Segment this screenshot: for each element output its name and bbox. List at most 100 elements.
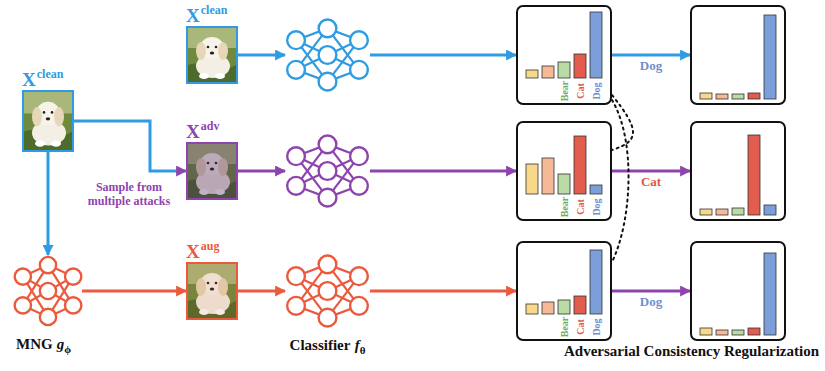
network-icon [287,255,368,326]
superscript: clean [201,3,228,17]
flow-arrow [612,170,690,173]
probability-bar [590,185,602,194]
flow-arrow [370,290,516,293]
probability-bar [700,328,712,335]
clean-image: Xclean [22,90,74,152]
network-unit [319,189,337,207]
generated-art [15,12,776,335]
probability-bar [732,94,744,99]
flow-arrow [370,170,516,173]
edge-label: Cat [639,175,663,190]
classifier-network [285,18,370,92]
generator-network: MNGgϕ [14,255,82,327]
probability-bar [748,135,760,215]
probability-bar [748,93,760,99]
flow-arrow [238,290,285,293]
class-label: Cat [574,83,585,99]
network-unit [350,177,368,195]
augment-tint [186,262,238,320]
probability-bar [748,328,760,335]
network-unit [350,31,368,49]
target-chart [690,5,786,105]
network-icon [15,257,82,325]
flow-arrow [74,121,186,171]
target-chart [690,121,786,221]
subscript: θ [360,344,366,356]
flow-arrow [238,170,285,173]
network-unit [319,19,337,37]
function-symbol: g [57,336,65,352]
network-unit [350,147,368,165]
network-unit [350,297,368,315]
probability-bar [526,70,538,78]
flow-arrow [370,54,516,57]
dog-photo [186,262,238,320]
class-label: Cat [574,199,585,215]
network-caption: MNGgϕ [16,336,71,353]
network-unit [319,282,337,300]
network-unit [65,297,81,313]
edge-label: Dog [638,295,664,310]
network-unit [40,257,56,273]
probability-bar [574,54,586,78]
probability-bar [716,330,728,335]
probability-bar [716,94,728,99]
image-heading: Xclean [186,5,227,27]
probability-bar [732,208,744,215]
consistency-link [612,100,629,262]
probability-bar [542,66,554,78]
probability-bar [764,15,776,99]
image-heading: Xadv [186,121,219,143]
variable-name: X [22,69,36,90]
variable-name: X [186,5,200,26]
probability-bar [574,296,586,314]
prediction-chart: BearCatDog [516,241,612,341]
network-unit [287,147,305,165]
network-unit [287,61,305,79]
probability-bar [558,62,570,78]
class-label: Bear [558,196,569,217]
function-symbol: f [355,337,360,353]
probability-bar [526,304,538,314]
flow-arrow [238,54,285,57]
network-unit [40,309,56,325]
dog-photo [22,90,74,152]
class-label: Dog [590,318,601,335]
class-label: Dog [590,82,601,99]
subscript: ϕ [64,343,71,355]
flow-arrow [612,54,690,57]
class-label: Dog [590,198,601,215]
caption-word: Classifier [290,337,351,353]
network-unit [287,267,305,285]
augmented-image: Xaug [186,262,238,320]
network-unit [15,268,31,284]
adversarial-tint [186,142,238,200]
target-chart [690,241,786,341]
network-icon [287,135,368,206]
prediction-chart: Bear Cat Dog [516,121,612,221]
probability-bar [700,93,712,99]
probability-bar [542,158,554,194]
network-unit [350,267,368,285]
dog-photo [186,142,238,200]
probability-bar [732,330,744,335]
probability-bar [558,174,570,194]
superscript: adv [201,119,220,133]
network-unit [65,268,81,284]
caption-word: MNG [16,336,53,352]
network-unit [15,297,31,313]
probability-bar [700,209,712,215]
classifier-network: Classifierfθ [285,254,370,328]
image-heading: Xclean [22,69,63,91]
image-heading: Xaug [186,241,219,263]
network-unit [319,46,337,64]
probability-bar [574,136,586,194]
probability-bar [590,12,602,78]
superscript: aug [201,239,220,253]
class-label: Bear [558,80,569,101]
dog-photo [186,26,238,84]
network-unit [287,31,305,49]
probability-bar [764,253,776,335]
flow-arrow [47,152,50,255]
